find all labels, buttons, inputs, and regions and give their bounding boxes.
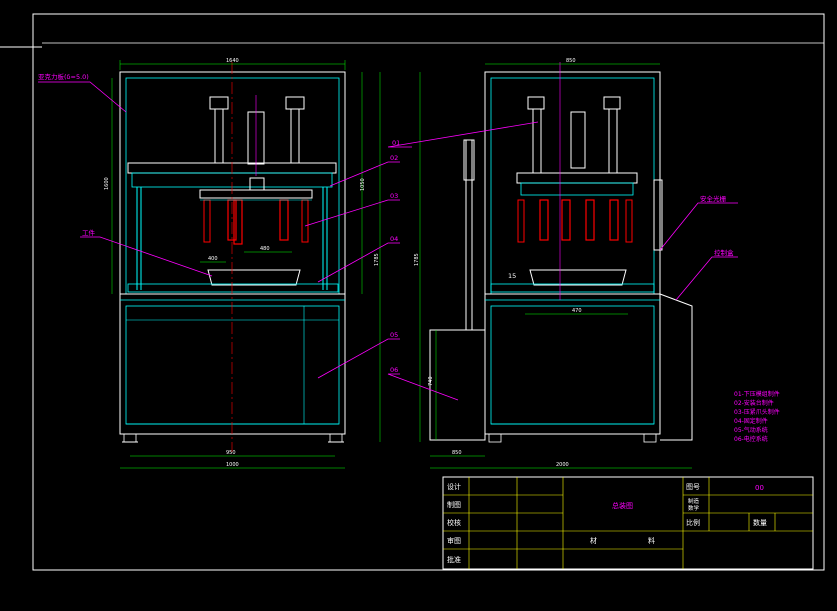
dim-front-height: 1600 [104,177,110,190]
dim-side-inner-width: 470 [572,308,582,314]
tb-ratio-label: 比例 [686,518,700,527]
legend-item-05: 05-气动系统 [734,426,768,434]
dim-side-box-width: 850 [452,450,462,456]
label-control-box: 控制盒 [714,248,734,257]
tb-design-label: 设计 [447,482,461,491]
callout-04: 04 [390,235,398,243]
parts-legend: 01-下压模组制件 02-安装台制件 03-压紧爪头制件 04-固定制件 05-… [734,390,780,443]
dim-front-pitch-b: 400 [208,256,218,262]
tb-drawing-no-label: 图号 [686,483,700,491]
dim-side-top-width: 850 [566,58,576,64]
legend-item-02: 02-安装台制件 [734,399,774,407]
dim-front-base-inner: 950 [226,450,236,456]
tb-scale-label-2: 数学 [688,504,700,512]
dim-front-total-height: 1785 [374,253,380,266]
dim-front-pitch-a: 480 [260,246,270,252]
front-view [111,60,381,469]
dim-side-bottom-width: 2000 [556,462,569,468]
tb-draw-label: 制图 [447,500,461,509]
label-workpiece: 工件 [82,228,96,237]
label-safety-light: 安全光栅 [700,194,727,203]
dim-front-top-width: 1640 [226,58,239,64]
tb-scale-label-1: 制造 [688,497,700,505]
callout-03: 03 [390,192,398,200]
dim-front-inner-height: 1050 [360,178,366,191]
callout-05: 05 [390,331,398,339]
drawing-border [0,13,825,571]
dim-side-total-height: 1785 [414,253,420,266]
side-view [419,62,693,469]
callout-06: 06 [390,366,398,374]
tb-quantity-label: 数量 [753,518,767,527]
legend-item-03: 03-压紧爪头制件 [734,408,780,416]
tb-assembly-name: 总装图 [612,501,633,510]
tb-audit-label: 审图 [447,536,461,545]
title-block: 设计 制图 校核 审图 批准 总装图 材 料 图号 00 比例 数量 制造 数学 [442,476,814,570]
dim-front-base-width: 1000 [226,462,239,468]
tb-material-2: 料 [648,536,655,545]
label-protective-cover: 亚克力板(δ=5.0) [38,72,89,81]
leader-lines [38,81,738,401]
callout-15: 15 [508,272,516,280]
legend-item-01: 01-下压模组制件 [734,390,780,398]
tb-approve-label: 批准 [447,555,461,564]
tb-check-label: 校核 [447,518,461,527]
callout-01: 01 [392,139,400,147]
dim-side-box-height: 740 [428,376,434,386]
tb-drawing-no: 00 [755,484,764,492]
legend-item-04: 04-固定制件 [734,417,768,425]
tb-material-1: 材 [590,536,597,545]
callout-02: 02 [390,154,398,162]
legend-item-06: 06-电控系统 [734,435,768,443]
